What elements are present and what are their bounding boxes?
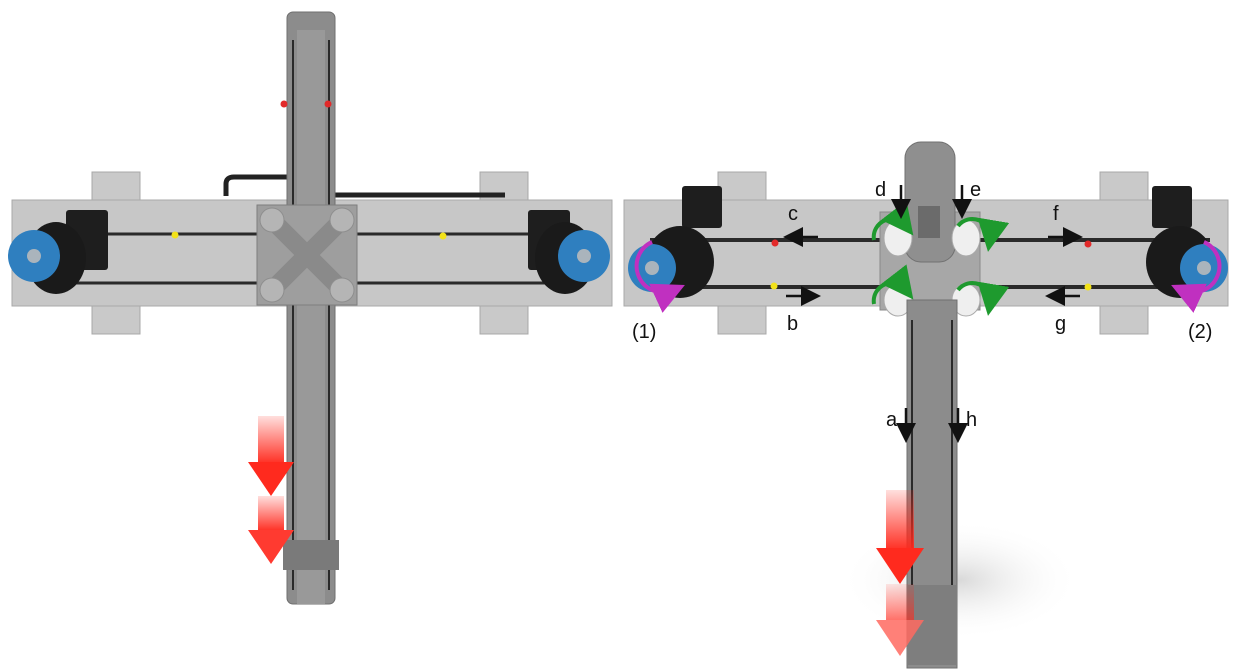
idler-roller [883,219,913,257]
motion-arrow-down [248,416,294,564]
mast-end-block [283,540,339,570]
marker-red [324,100,332,108]
marker-yellow [1084,283,1092,291]
pulley-hub [645,261,659,275]
shadow [840,520,1080,640]
label-pulley-1: (1) [632,321,657,343]
motor [1152,186,1192,228]
rotation-arrow-green [871,200,914,241]
right-mechanism [623,141,1229,669]
mount-plate [1099,171,1149,203]
label-f: f [1053,203,1059,225]
marker-red [1084,240,1092,248]
roller [259,277,285,303]
rotation-arrow-green [871,264,914,305]
left-mechanism [8,11,613,605]
rotation-arrow-magenta [1171,240,1222,313]
mount-plate [1099,303,1149,335]
roller [329,207,355,233]
motion-arrow-down [876,490,924,656]
motor [682,186,722,228]
label-c: c [788,203,798,225]
rotation-arrow-magenta [634,240,685,313]
mount-plate [91,171,141,203]
marker-yellow [171,231,179,239]
mount-plate [717,171,767,203]
pulley-hub [1197,261,1211,275]
roller [329,277,355,303]
label-a: a [886,409,898,431]
pulley-hub [27,249,41,263]
carriage-cross [261,209,353,301]
marker-red [771,239,779,247]
mount-plate [479,303,529,335]
label-pulley-2: (2) [1188,321,1213,343]
pulley-hub [577,249,591,263]
rotation-arrow-green [956,217,1010,252]
rotation-arrow-green [956,281,1010,316]
upper-column [904,141,956,263]
label-b: b [787,313,799,335]
mount-plate [91,303,141,335]
cable-chain [223,174,300,196]
label-e: e [970,179,982,201]
mast-channel [297,30,325,604]
mount-plate [717,303,767,335]
upper-column-block [918,206,940,238]
idler-roller [951,219,981,257]
label-h: h [966,409,978,431]
marker-red [280,100,288,108]
roller [259,207,285,233]
label-d: d [875,179,887,201]
marker-yellow [439,232,447,240]
label-g: g [1055,313,1067,335]
marker-yellow [770,282,778,290]
